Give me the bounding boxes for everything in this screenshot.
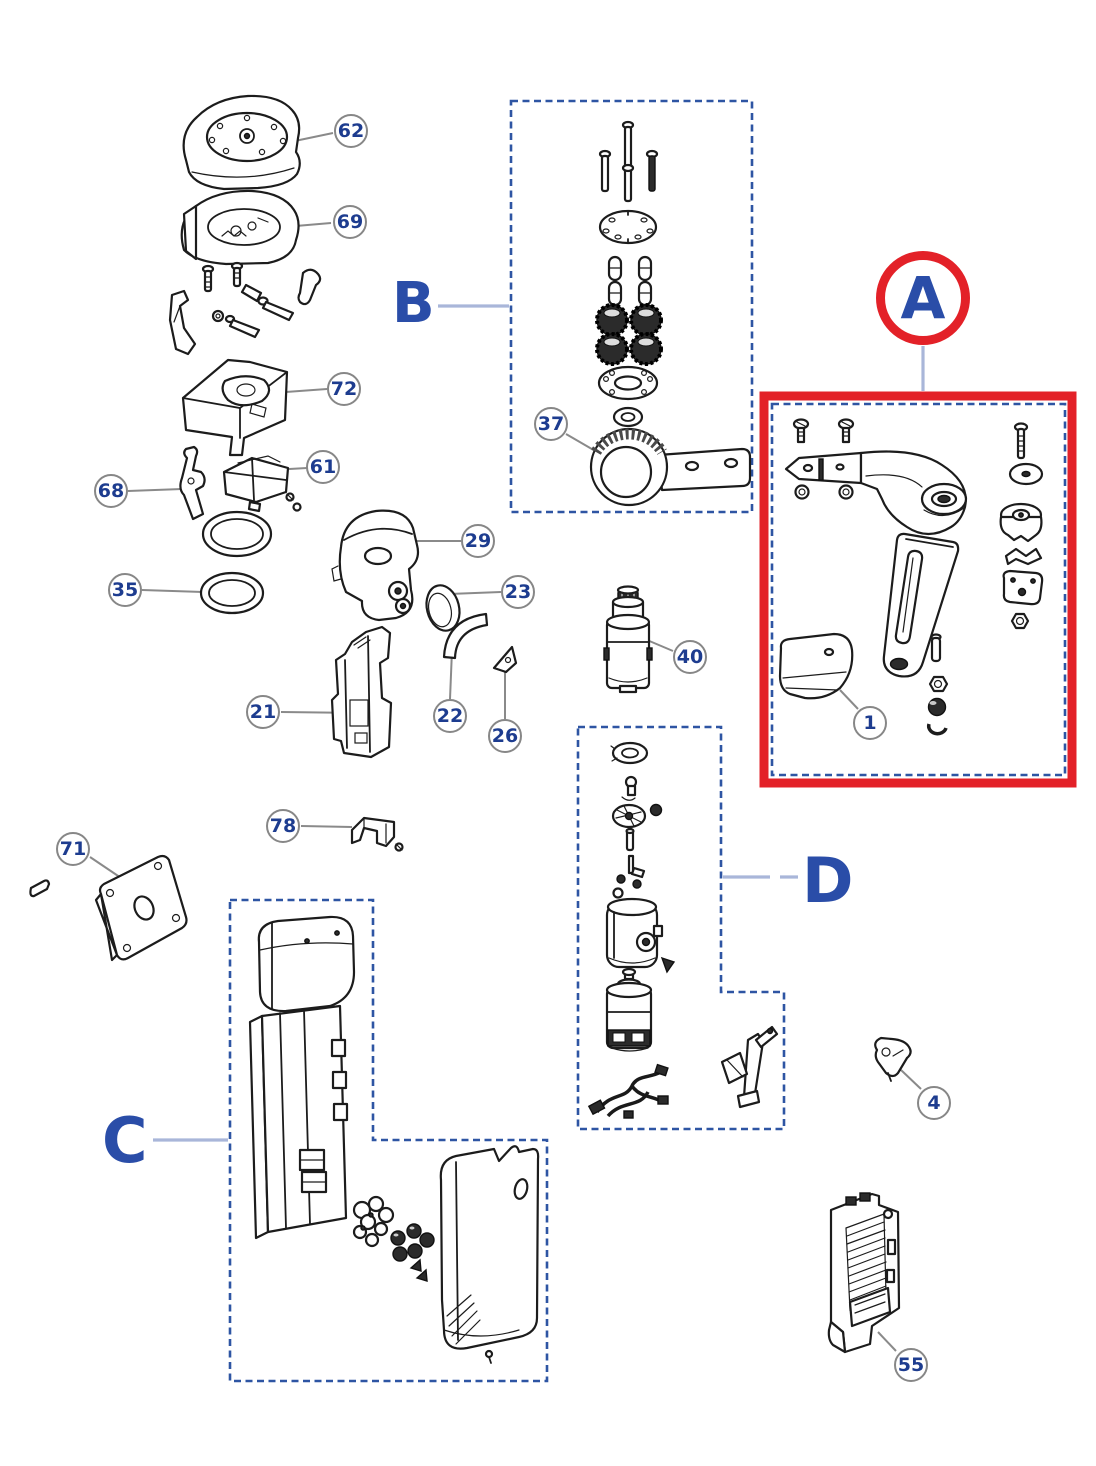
callout-61: 61 <box>306 450 340 484</box>
part-C-chassis-panel <box>248 1004 349 1240</box>
callout-22: 22 <box>433 699 467 733</box>
part-23-oval-cap <box>425 584 461 632</box>
callout-35: 35 <box>108 573 142 607</box>
section-label-a: A <box>900 264 946 332</box>
part-C-side-cover <box>439 1145 540 1364</box>
callout-72: 72 <box>327 372 361 406</box>
part-21-release-bracket <box>330 625 393 759</box>
part-D-gear-shaft <box>611 775 663 899</box>
part-29-collar-housing <box>331 509 420 622</box>
part-A-slotted-arm <box>882 532 960 678</box>
part-78-clip-bracket <box>350 816 404 852</box>
part-D-ring <box>610 741 649 765</box>
part-61-microswitch <box>222 455 302 513</box>
part-C-top-cover <box>257 915 356 1013</box>
part-C-grommets <box>352 1195 395 1248</box>
section-label-b: B <box>392 271 435 336</box>
part-4-release-key <box>874 1036 912 1082</box>
section-box-A-highlighted <box>759 391 1077 788</box>
callout-4: 4 <box>917 1086 951 1120</box>
part-1-wedge-cover <box>778 632 854 700</box>
part-D-canister <box>605 897 676 974</box>
part-A-pin-nuts <box>926 633 949 736</box>
part-D-wire-harness <box>587 1063 669 1119</box>
section-box-B <box>509 99 754 514</box>
part-55-control-board <box>827 1192 901 1354</box>
callout-62: 62 <box>334 114 368 148</box>
callout-37: 37 <box>534 407 568 441</box>
callout-71: 71 <box>56 832 90 866</box>
part-35-o-ring <box>199 571 265 615</box>
fastener-cluster <box>168 261 322 356</box>
callout-26: 26 <box>488 719 522 753</box>
part-B-bolts <box>598 120 659 203</box>
section-box-D <box>576 725 786 1131</box>
part-A-curved-arm <box>784 450 968 536</box>
callout-21: 21 <box>246 695 280 729</box>
part-B-bottom-flange <box>597 365 659 401</box>
part-26-wedge <box>492 645 518 674</box>
callout-68: 68 <box>94 474 128 508</box>
callout-40: 40 <box>673 640 707 674</box>
part-B-pins <box>607 255 653 307</box>
part-A-bolt-washer <box>1008 422 1044 486</box>
part-B-gears <box>595 303 663 366</box>
callout-29: 29 <box>461 524 495 558</box>
part-72-corner-housing <box>181 358 289 457</box>
section-a-red-ring: A <box>876 251 970 345</box>
part-B-top-flange <box>598 209 658 245</box>
part-68-lever <box>179 445 206 521</box>
part-A-pulley-stack <box>999 502 1044 630</box>
part-22-hook-clip <box>442 612 489 660</box>
section-connectors <box>153 304 925 1142</box>
part-B-seal-ring <box>612 406 644 428</box>
part-40-motor <box>603 585 653 694</box>
part-69-gear-housing <box>180 189 300 266</box>
part-37-ring-arm <box>589 427 752 507</box>
section-label-c: C <box>102 1104 148 1177</box>
section-label-d: D <box>802 844 854 917</box>
callout-69: 69 <box>333 205 367 239</box>
o-ring-upper <box>201 510 273 558</box>
part-D-sensor-bracket <box>720 1025 779 1109</box>
part-62-motor-cover <box>182 94 301 191</box>
callout-1: 1 <box>853 706 887 740</box>
callout-78: 78 <box>266 809 300 843</box>
part-D-motor <box>605 967 653 1052</box>
section-box-C <box>228 898 549 1383</box>
part-71-mounting-plate <box>29 854 188 962</box>
callout-23: 23 <box>501 575 535 609</box>
part-A-screws <box>792 418 855 444</box>
callout-55: 55 <box>894 1348 928 1382</box>
